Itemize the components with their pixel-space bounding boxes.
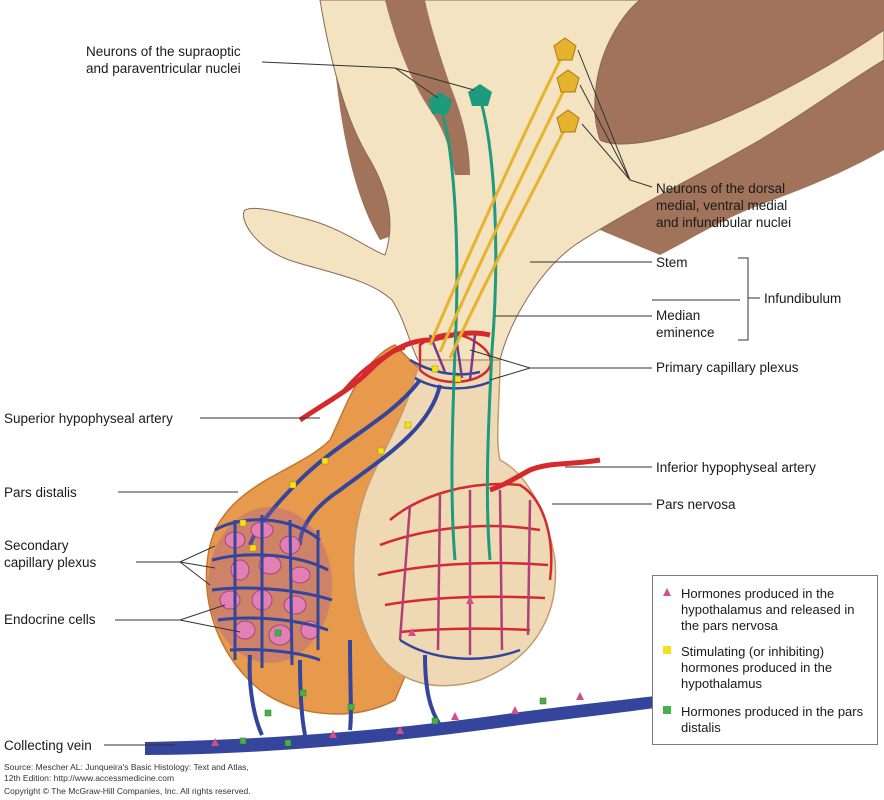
infundibular-stem [418,188,585,360]
label-stem: Stem [656,255,688,270]
yellow-neurons [428,49,570,359]
collecting-vein [145,690,705,755]
superior-artery-branch [338,346,406,396]
inferior-artery [489,457,601,493]
label-collecting-vein: Collecting vein [4,738,92,753]
label-neurons-dorsal: Neurons of the dorsal medial, ventral me… [656,181,792,230]
label-primary-capillary-plexus: Primary capillary plexus [656,360,799,375]
yellow-neuron-body-2 [556,69,580,93]
label-superior-hypophyseal-artery: Superior hypophyseal artery [4,411,173,426]
green-neuron-body-1 [428,92,452,114]
ventricle-wall [243,0,884,361]
green-square-icon [663,706,671,714]
green-hormone-markers [239,629,547,747]
yellow-square-icon [663,646,671,654]
label-endocrine-cells: Endocrine cells [4,612,96,627]
source-line-2: 12th Edition: http://www.accessmedicine.… [4,773,175,783]
label-secondary-capillary-plexus: Secondary capillary plexus [4,538,97,570]
yellow-neuron-body-1 [553,37,577,61]
label-median-eminence: Median eminence [656,308,715,340]
pink-triangle-icon [663,588,671,596]
label-inferior-hypophyseal-artery: Inferior hypophyseal artery [656,460,816,475]
label-infundibulum: Infundibulum [764,291,842,306]
copyright-line: Copyright © The McGraw-Hill Companies, I… [4,786,251,796]
legend: Hormones produced in the hypothalamus an… [652,575,878,745]
source-line-1: Source: Mescher AL: Junqueira's Basic Hi… [4,762,249,772]
label-pars-nervosa: Pars nervosa [656,497,736,512]
secondary-capillary-plexus [208,507,333,668]
label-neurons-supraoptic: Neurons of the supraoptic and paraventri… [86,44,241,76]
yellow-hormone-markers [239,365,462,552]
yellow-neuron-body-3 [556,109,580,133]
label-pars-distalis: Pars distalis [4,485,77,500]
third-ventricle [385,0,470,175]
leader-lines [104,49,760,746]
pink-hormone-markers [211,596,584,746]
